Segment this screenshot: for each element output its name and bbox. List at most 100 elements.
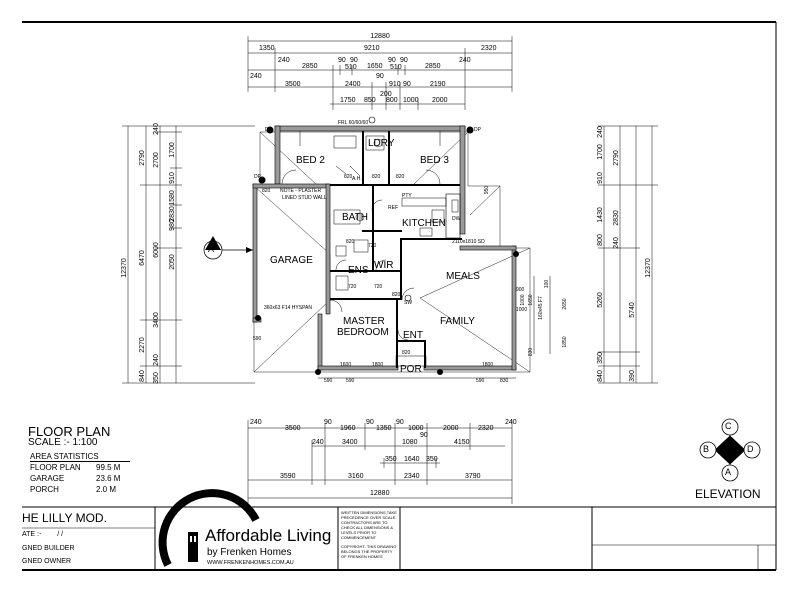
dim-label: 5260	[597, 292, 604, 308]
area-value: 2.0 M	[96, 485, 117, 494]
elevation-compass	[699, 418, 761, 482]
dim-label: 160x45 F7	[538, 296, 544, 320]
room-kitchen: KITCHEN	[402, 218, 446, 229]
dim-label: 9210	[364, 45, 380, 52]
dim-label: 1800	[372, 362, 383, 368]
dim-label: 590	[346, 378, 355, 384]
date-label: ATE :-	[22, 531, 42, 538]
floor-plan-title: FLOOR PLAN	[28, 424, 111, 439]
note-dp: DP	[474, 127, 482, 133]
dim-label: 900	[516, 287, 525, 293]
dim-label: 590	[253, 336, 262, 342]
room-bedroom: BEDROOM	[337, 327, 389, 338]
note-ah: A.H.	[352, 176, 362, 182]
dim-label: 3160	[348, 473, 364, 480]
dim-label: 2650	[562, 298, 568, 309]
dim-label: 820	[392, 292, 401, 298]
dim-label: 820	[262, 188, 271, 194]
room-ldry: LDRY	[368, 138, 395, 149]
dim-label: 240	[312, 439, 324, 446]
dim-label: 4150	[454, 439, 470, 446]
note-sw: SW	[404, 300, 412, 306]
section-marker-a-label: A	[208, 244, 215, 254]
dim-label: 2340	[404, 473, 420, 480]
dim-label: 2320	[478, 425, 494, 432]
dim-label: 720	[368, 243, 377, 249]
dim-label: 240	[459, 57, 471, 64]
dim-label: 840	[139, 370, 146, 382]
dim-label: 1960	[340, 425, 356, 432]
dim-label: 950	[484, 186, 490, 195]
top-dimensions: 12880 1350 9210 2320 240 2850 90 90 510 …	[247, 33, 513, 110]
room-bed3: BED 3	[420, 155, 449, 166]
dim-label: 510	[345, 64, 357, 71]
plan-bottom-small-dims: 590 590 1600 1800 1800 590 830 590	[253, 336, 516, 384]
room-ent: ENT	[403, 330, 423, 341]
note-pty: PTY	[402, 193, 412, 199]
note-sd: 2110x1810 SD	[452, 239, 485, 245]
dim-label: 3500	[285, 81, 301, 88]
dim-label: 1700	[597, 144, 604, 160]
dim-label: 840	[597, 370, 604, 382]
date-value: / /	[57, 531, 64, 538]
dim-label: 830	[500, 378, 509, 384]
dim-label: 820	[402, 350, 411, 356]
title-block-frame	[22, 489, 776, 570]
dim-label: 2000	[432, 97, 448, 104]
dim-label: 2270	[139, 337, 146, 353]
dim-label: 240	[505, 419, 517, 426]
dim-label: 820	[372, 174, 381, 180]
dim-label: 910	[389, 81, 401, 88]
dim-label: 590	[476, 378, 485, 384]
left-dimensions: 12370 2790 6470 2270 840 240 2700 6000 3…	[121, 123, 255, 384]
area-value: 99.5 M	[96, 463, 121, 472]
note-plaster: NOTE - PLASTER	[280, 188, 322, 194]
dim-label: 200	[380, 91, 392, 98]
dim-label: 2400	[345, 81, 361, 88]
dim-label: 800	[386, 97, 398, 104]
brand-name: Affordable Living	[205, 526, 332, 545]
dim-label: 90	[403, 81, 411, 88]
dim-label: 1080	[402, 439, 418, 446]
dim-label: 240	[613, 237, 620, 249]
dim-label: 90	[396, 419, 404, 426]
dim-label: 2320	[481, 45, 497, 52]
dim-label: 5740	[629, 302, 636, 318]
dim-label: 2700	[153, 152, 160, 168]
dim-label: 3500	[285, 425, 301, 432]
area-value: 23.6 M	[96, 474, 121, 483]
dim-label: 90	[366, 419, 374, 426]
room-bed2: BED 2	[296, 155, 325, 166]
project-name: HE LILLY MOD.	[22, 511, 107, 525]
note-dw: DW	[452, 216, 461, 222]
dim-label: 90	[420, 432, 428, 439]
room-por: POR	[400, 364, 422, 375]
signed-owner: GNED OWNER	[22, 558, 71, 565]
dim-label: 90	[338, 57, 346, 64]
dim-label: 350	[426, 456, 438, 463]
room-ens: ENS	[348, 265, 369, 276]
right-dimensions: 240 1700 910 1430 800 5260 350 840 2790 …	[597, 125, 658, 384]
dim-label: 2830	[613, 210, 620, 226]
dim-label: 510	[390, 64, 402, 71]
room-meals: MEALS	[446, 271, 480, 282]
dim-label: 1650	[528, 294, 534, 305]
dim-label: 240	[250, 73, 262, 80]
note-dp: DP	[254, 174, 262, 180]
dim-label: 90	[400, 57, 408, 64]
dim-label: 1650	[367, 63, 383, 70]
dim-label: 1000	[520, 294, 526, 305]
note-dp: DP	[265, 127, 273, 133]
area-name: FLOOR PLAN	[30, 463, 81, 472]
scale-label: SCALE :- 1:100	[28, 437, 98, 448]
room-wir: WIR	[374, 260, 393, 271]
dim-label: 820	[344, 174, 353, 180]
dim-label: 1000	[408, 425, 424, 432]
dim-label: 3400	[342, 439, 358, 446]
dim-label: 800	[597, 234, 604, 246]
bottom-dimensions: 240 3500 90 1960 90 1350 90 1000 2000 23…	[247, 419, 517, 504]
dim-label: 1000	[403, 97, 419, 104]
dim-label: 240	[153, 123, 160, 135]
